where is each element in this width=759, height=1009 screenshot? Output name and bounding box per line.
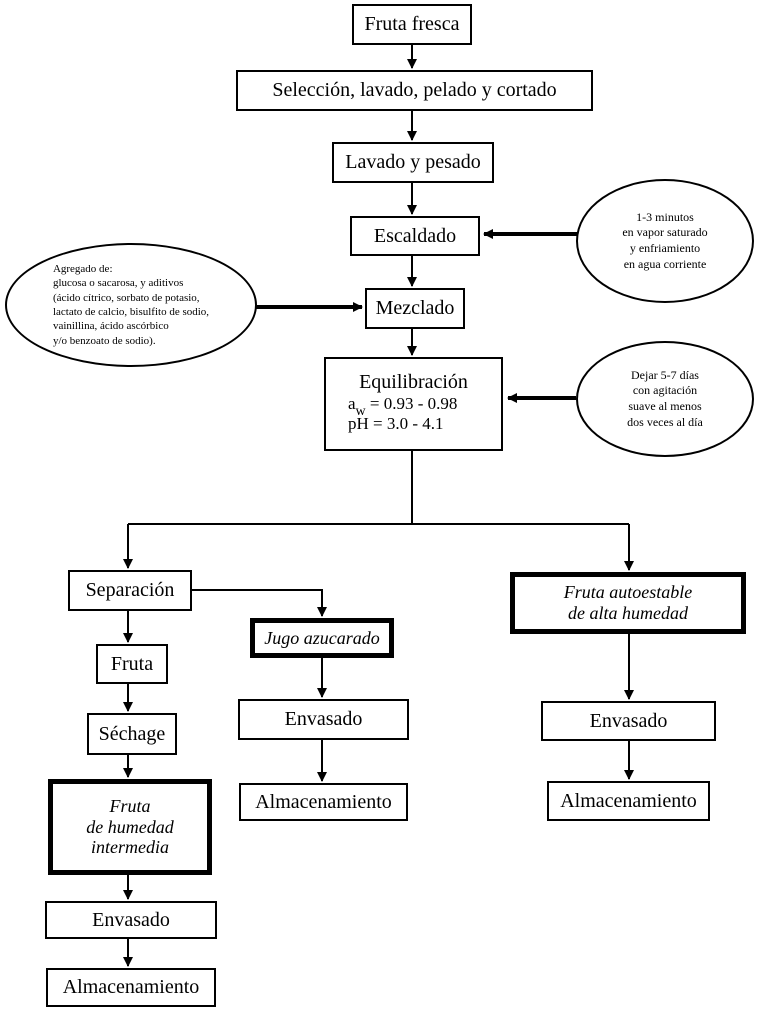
step-seleccion: Selección, lavado, pelado y cortado xyxy=(236,70,593,111)
step-escaldado: Escaldado xyxy=(350,216,480,256)
arrow-separacion-jugo xyxy=(192,589,327,617)
product-fruta-autoestable: Fruta autoestable de alta humedad xyxy=(510,572,746,634)
step-almacenamiento-3: Almacenamiento xyxy=(547,781,710,821)
step-mezclado: Mezclado xyxy=(365,288,465,329)
step-fruta-fresca: Fruta fresca xyxy=(352,4,472,45)
step-sechage: Séchage xyxy=(87,713,177,755)
step-envasado-3: Envasado xyxy=(541,701,716,741)
step-equilibracion: Equilibración aw = 0.93 - 0.98 pH = 3.0 … xyxy=(324,357,503,451)
note-mezclado-aditivos: Agregado de: glucosa o sacarosa, y aditi… xyxy=(5,243,257,367)
branch-connector xyxy=(128,451,413,525)
step-separacion: Separación xyxy=(68,570,192,611)
note-equilibracion-tiempo: Dejar 5-7 días con agitación suave al me… xyxy=(576,341,754,457)
step-fruta: Fruta xyxy=(96,644,168,684)
step-almacenamiento-2: Almacenamiento xyxy=(239,783,408,821)
step-almacenamiento-1: Almacenamiento xyxy=(46,968,216,1007)
step-lavado-pesado: Lavado y pesado xyxy=(332,142,494,183)
product-jugo-azucarado: Jugo azucarado xyxy=(250,618,394,658)
product-fruta-humedad-intermedia: Fruta de humedad intermedia xyxy=(48,779,212,875)
ph-range: pH = 3.0 - 4.1 xyxy=(348,414,444,433)
step-envasado-2: Envasado xyxy=(238,699,409,740)
water-activity-range: aw = 0.93 - 0.98 xyxy=(348,394,458,419)
note-escaldado-condiciones: 1-3 minutos en vapor saturado y enfriami… xyxy=(576,179,754,303)
step-envasado-1: Envasado xyxy=(45,901,217,939)
equilibracion-title: Equilibración xyxy=(359,371,468,393)
